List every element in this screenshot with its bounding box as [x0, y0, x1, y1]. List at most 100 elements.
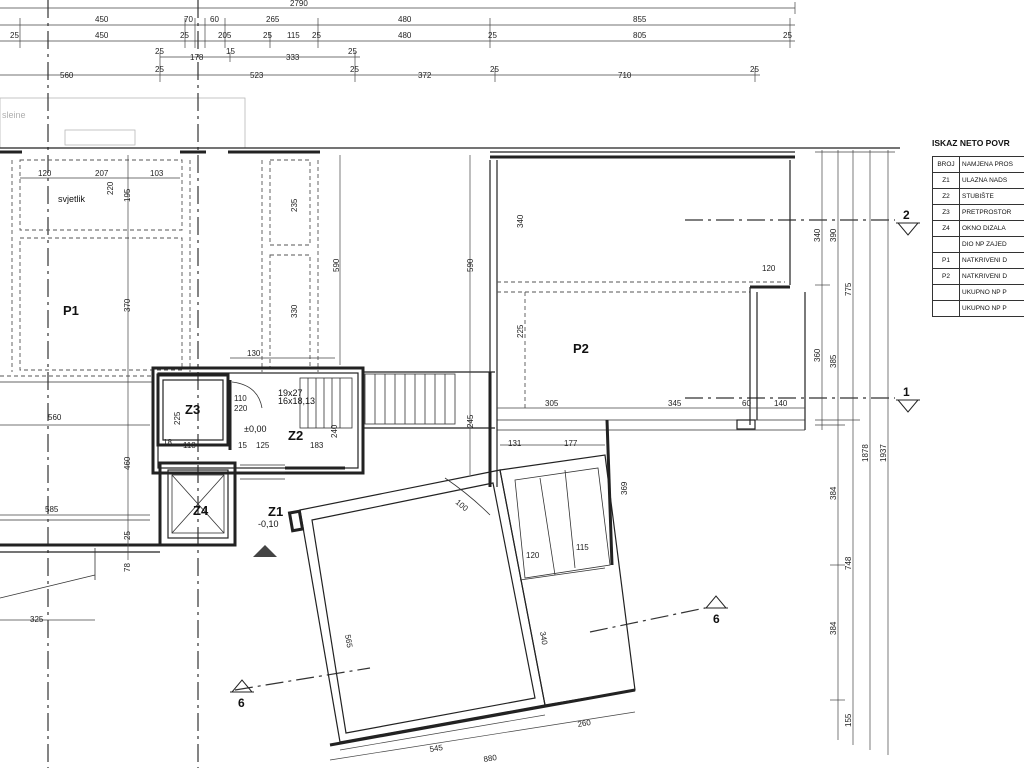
dim-label: 585: [45, 505, 59, 514]
right-dimension-chains: 340 390 775 360 385 1878 1937 384 748 38…: [813, 150, 895, 755]
legend-code-cell: Z4: [932, 220, 960, 237]
room-label-z2: Z2: [288, 428, 303, 443]
dim-label: 25: [155, 47, 164, 56]
dim-label: 565: [343, 634, 354, 649]
dim-label: 590: [466, 258, 475, 272]
dim-label: 103: [150, 169, 164, 178]
dim-label: 120: [762, 264, 776, 273]
dim-label: 480: [398, 31, 412, 40]
dim-label: 560: [60, 71, 74, 80]
dim-label: 369: [620, 481, 629, 495]
legend-purpose-cell: UKUPNO NP P: [959, 284, 1024, 301]
dim-label: 25: [350, 65, 359, 74]
dim-label: 1937: [879, 444, 888, 462]
legend-purpose-cell: PRETPROSTOR: [959, 204, 1024, 221]
dim-label: 450: [95, 31, 109, 40]
section-marker-6-right: 6: [704, 595, 728, 626]
dim-label: 460: [123, 456, 132, 470]
entrance-arrow-icon: [253, 545, 277, 557]
room-label-z4: Z4: [193, 503, 209, 518]
legend-code-cell: Z3: [932, 204, 960, 221]
dim-label: 131: [508, 439, 522, 448]
dim-label: 748: [844, 556, 853, 570]
dim-label: 115: [576, 543, 589, 552]
dim-label: 372: [418, 71, 432, 80]
legend-row: DIO NP ZAJED: [932, 236, 1024, 253]
inner-dimensions: [0, 155, 805, 761]
legend-code-cell: Z2: [932, 188, 960, 205]
dim-label: 18: [163, 438, 172, 447]
dim-label: 155: [844, 713, 853, 727]
legend-purpose-cell: NATKRIVENI D: [959, 252, 1024, 269]
dim-label: 345: [668, 399, 682, 408]
dim-label: 220: [234, 404, 248, 413]
dim-label: 115: [287, 31, 300, 40]
dim-label: 100: [454, 498, 470, 514]
top-dimension-chains: 2790 450 70 60 265 480 855 25 450 25 205…: [0, 0, 796, 82]
section-marker-1: 1: [896, 385, 920, 413]
ghost-outline: sleine: [0, 97, 246, 149]
dim-label: 25: [10, 31, 19, 40]
dim-label: 25: [750, 65, 759, 74]
dim-label: 260: [577, 718, 592, 729]
dim-label: 118: [183, 441, 196, 450]
dim-label: 245: [466, 414, 475, 428]
legend-purpose-cell: ULAZNA NADS: [959, 172, 1024, 189]
dim-label: 590: [332, 258, 341, 272]
dim-label: 140: [774, 399, 788, 408]
core-walls: [151, 366, 495, 547]
legend-code-cell: [932, 284, 960, 301]
legend-code-cell: [932, 300, 960, 317]
legend-purpose-cell: NATKRIVENI D: [959, 268, 1024, 285]
dim-label: 25: [123, 531, 132, 540]
dim-label: 130: [247, 349, 261, 358]
legend-purpose-cell: OKNO DIZALA: [959, 220, 1024, 237]
dim-label: 265: [266, 15, 280, 24]
section-number: 6: [713, 612, 720, 626]
dim-label: 25: [263, 31, 272, 40]
section-marker-6-left: 6: [230, 679, 254, 710]
level-marker-minus: -0,10: [258, 519, 279, 529]
axis-lines: [47, 0, 895, 768]
section-number: 2: [903, 208, 910, 222]
dim-label: 523: [250, 71, 264, 80]
dim-label: 855: [633, 15, 647, 24]
dim-label: 340: [538, 631, 549, 646]
dim-label: 235: [290, 198, 299, 212]
dim-label: 340: [516, 214, 525, 228]
legend-purpose-cell: DIO NP ZAJED: [959, 236, 1024, 253]
legend-purpose-cell: STUBIŠTE: [959, 188, 1024, 205]
dim-label: 25: [155, 65, 164, 74]
dim-label: 384: [829, 486, 838, 500]
dim-label: 25: [180, 31, 189, 40]
section-marker-2: 2: [896, 208, 920, 236]
dim-label: 78: [123, 563, 132, 572]
room-label-z1: Z1: [268, 504, 283, 519]
dim-label: 110: [234, 394, 247, 403]
dim-label: 225: [516, 324, 525, 338]
legend-title: ISKAZ NETO POVR: [932, 138, 1010, 148]
room-label-svjetlik: svjetlik: [58, 194, 86, 204]
inner-dimension-labels: 120 207 103 220 195 370 560 585 460 25 7…: [30, 169, 788, 764]
dim-label: 70: [184, 15, 193, 24]
dim-label: 25: [312, 31, 321, 40]
dim-label: 183: [310, 441, 324, 450]
legend-purpose-cell: UKUPNO NP P: [959, 300, 1024, 317]
dim-label: 385: [829, 354, 838, 368]
dim-label: 225: [173, 411, 182, 425]
legend-row: UKUPNO NP P: [932, 300, 1024, 317]
dim-label: 220: [106, 181, 115, 195]
room-label-p1: P1: [63, 303, 79, 318]
dim-label: 805: [633, 31, 647, 40]
dim-label: 125: [256, 441, 270, 450]
dim-label: 390: [829, 228, 838, 242]
level-marker-plus: ±0,00: [244, 424, 266, 434]
legend-code-cell: P1: [932, 252, 960, 269]
dim-label: 330: [290, 304, 299, 318]
